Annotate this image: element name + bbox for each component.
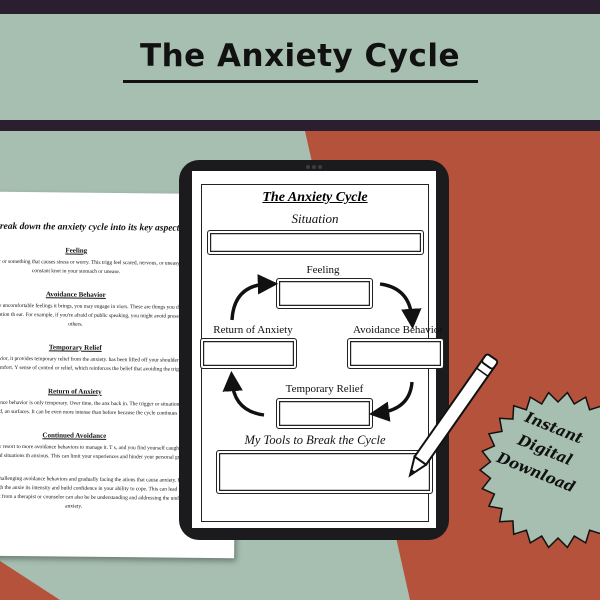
worksheet: The Anxiety Cycle Situation Feeling Retu… xyxy=(200,184,444,522)
tools-box[interactable] xyxy=(216,450,433,494)
cycle-arrows xyxy=(222,274,422,422)
tablet-screen: The Anxiety Cycle Situation Feeling Retu… xyxy=(192,171,444,528)
curved-arrow-icon xyxy=(222,370,265,417)
divider-bar xyxy=(0,120,600,131)
feeling-label: Feeling xyxy=(306,264,340,276)
header-band xyxy=(0,14,600,120)
situation-label: Situation xyxy=(291,211,339,226)
return-of-anxiety-label: Return of Anxiety xyxy=(213,324,293,336)
curved-arrow-icon xyxy=(379,282,422,330)
title-underline xyxy=(123,80,478,83)
feeling-box[interactable] xyxy=(276,278,373,309)
avoidance-behavior-box[interactable] xyxy=(347,338,444,369)
curved-arrow-icon xyxy=(230,274,279,321)
tablet-device: The Anxiety Cycle Situation Feeling Retu… xyxy=(179,160,449,540)
situation-box[interactable] xyxy=(207,230,424,255)
top-bar xyxy=(0,0,600,14)
terracotta-corner xyxy=(0,561,60,600)
return-of-anxiety-box[interactable] xyxy=(200,338,297,369)
starburst-badge xyxy=(478,391,600,549)
page-title: The Anxiety Cycle xyxy=(139,38,461,74)
camera-icon xyxy=(306,165,322,170)
tools-label: My Tools to Break the Cycle xyxy=(244,433,386,447)
pencil-icon xyxy=(408,353,499,478)
curved-arrow-icon xyxy=(368,381,414,422)
temporary-relief-label: Temporary Relief xyxy=(285,383,364,395)
worksheet-title: The Anxiety Cycle xyxy=(262,190,368,205)
